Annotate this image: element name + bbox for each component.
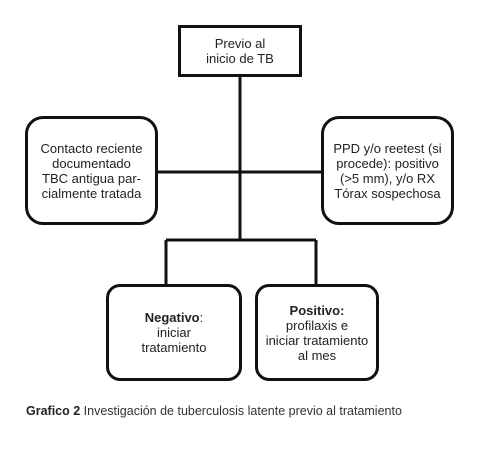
left-box-line3: TBC antigua par-: [42, 170, 141, 186]
right-box: PPD y/o reetest (si procede): positivo (…: [321, 116, 454, 225]
left-box-line2: documentado: [52, 155, 131, 171]
positive-box: Positivo: profilaxis e iniciar tratamien…: [255, 284, 379, 381]
negative-box-title-row: Negativo:: [141, 310, 206, 325]
positive-box-line1: profilaxis e: [285, 317, 349, 333]
negative-box-title: Negativo: [144, 310, 200, 325]
positive-box-line2: iniciar tratamiento: [265, 332, 369, 348]
right-box-line3: (>5 mm), y/o RX: [340, 170, 435, 186]
negative-box-title-suffix: :: [199, 310, 204, 325]
caption-label: Grafico 2: [26, 404, 81, 418]
negative-box-line2: tratamiento: [141, 340, 207, 355]
top-box: Previo al inicio de TB: [178, 25, 302, 77]
left-box-line4: cialmente tratada: [41, 185, 142, 201]
figure-caption: Grafico 2 Investigación de tuberculosis …: [26, 404, 402, 418]
positive-box-title: Positivo:: [289, 302, 345, 318]
negative-box: Negativo: iniciar tratamiento: [106, 284, 242, 381]
caption-text: Investigación de tuberculosis latente pr…: [83, 404, 402, 418]
right-box-line4: Tórax sospechosa: [334, 185, 441, 201]
right-box-line1: PPD y/o reetest (si: [333, 140, 442, 156]
left-box: Contacto reciente documentado TBC antigu…: [25, 116, 158, 225]
top-box-line2: inicio de TB: [206, 51, 274, 66]
negative-box-line1: iniciar: [157, 325, 191, 340]
positive-box-line3: al mes: [297, 347, 337, 363]
left-box-line1: Contacto reciente: [40, 140, 143, 156]
top-box-line1: Previo al: [214, 36, 266, 51]
right-box-line2: procede): positivo: [336, 155, 439, 171]
